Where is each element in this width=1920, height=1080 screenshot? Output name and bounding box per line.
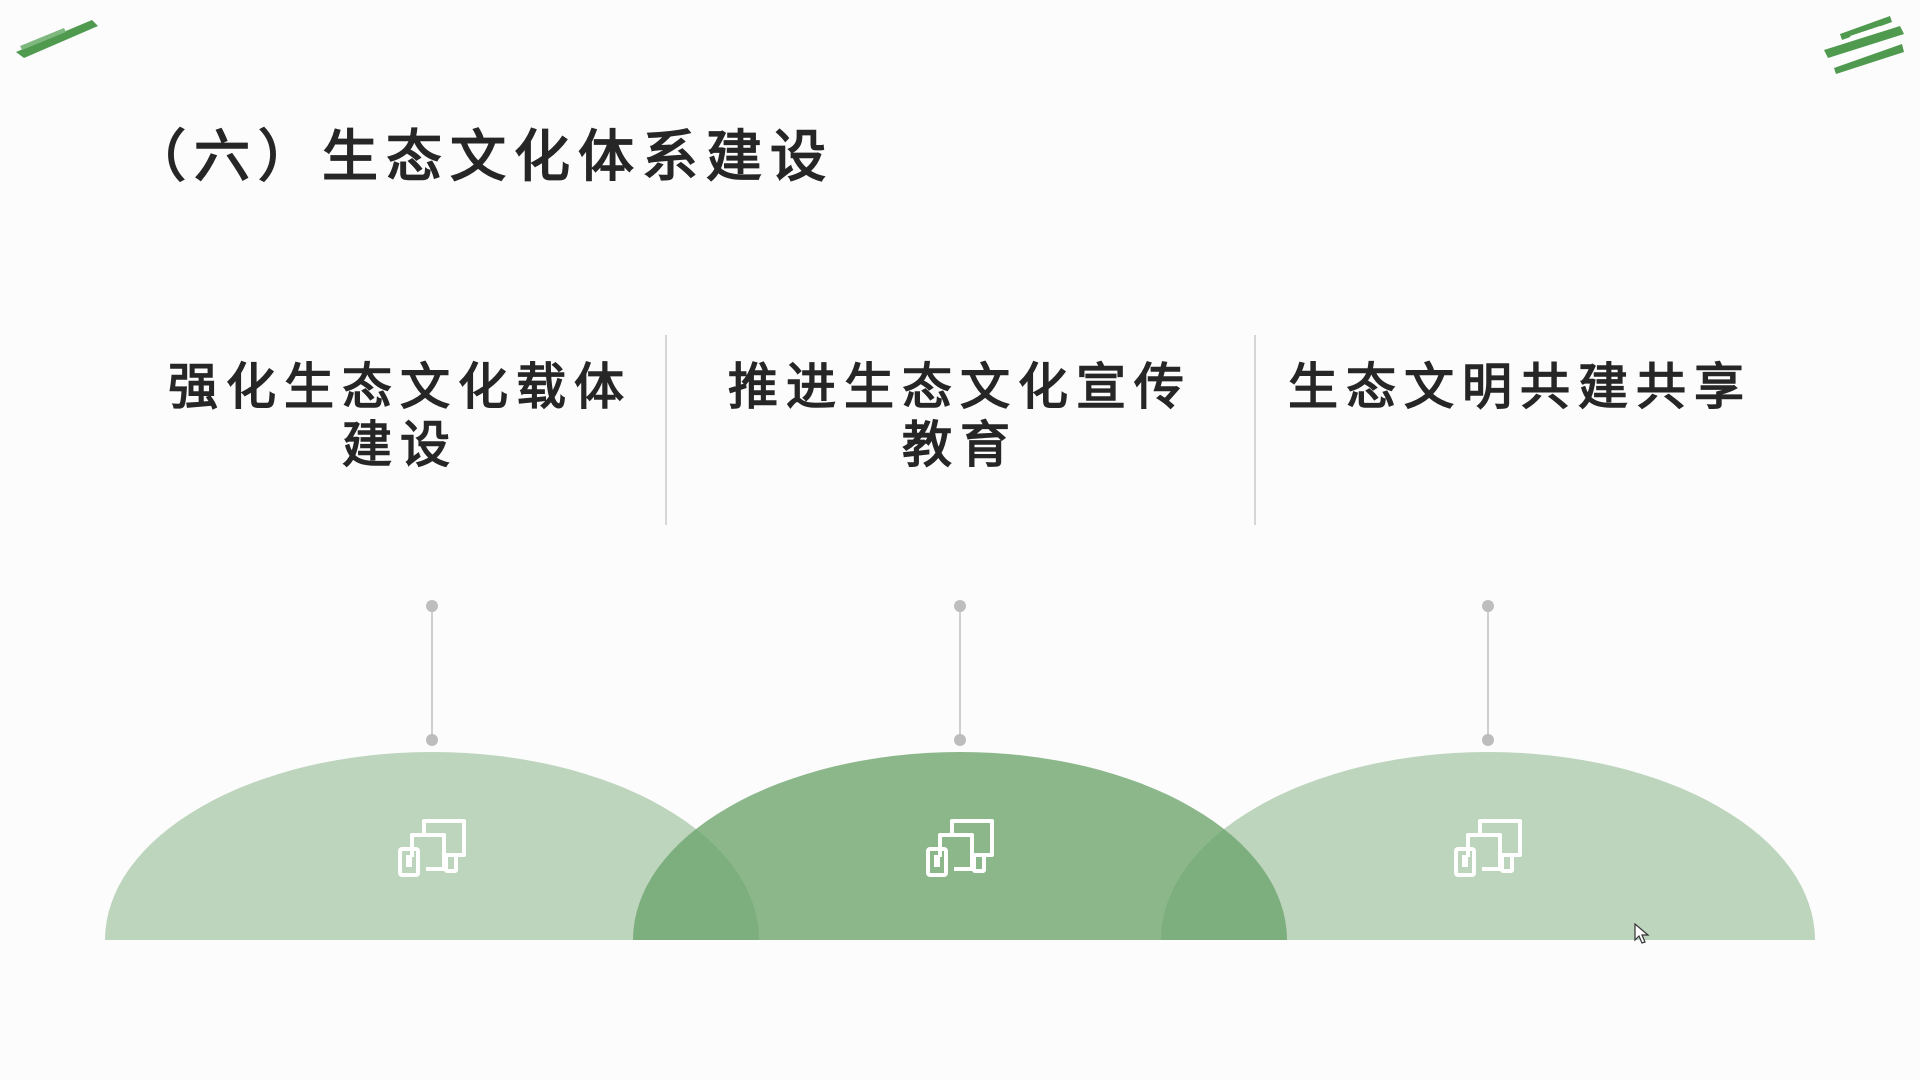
devices-icon — [398, 819, 466, 877]
column-heading-education: 推进生态文化宣传教育 — [728, 358, 1192, 474]
semicircle-arches — [105, 752, 1815, 940]
connector-line — [425, 600, 439, 746]
column-heading-carrier: 强化生态文化载体建设 — [168, 358, 632, 474]
arch-left — [105, 752, 759, 940]
arch-right — [1161, 752, 1815, 940]
column-divider — [1254, 335, 1256, 525]
connector-line — [1481, 600, 1495, 746]
column-divider — [665, 335, 667, 525]
arch-center — [633, 752, 1287, 940]
mouse-pointer-icon — [1634, 923, 1650, 944]
connector-line — [953, 600, 967, 746]
slide-title: （六）生态文化体系建设 — [130, 125, 834, 190]
devices-icon — [1454, 819, 1522, 877]
stripe-decoration-right — [1824, 16, 1904, 74]
stripe-decoration-left — [16, 20, 98, 58]
devices-icon — [926, 819, 994, 877]
column-heading-sharing: 生态文明共建共享 — [1288, 358, 1752, 416]
